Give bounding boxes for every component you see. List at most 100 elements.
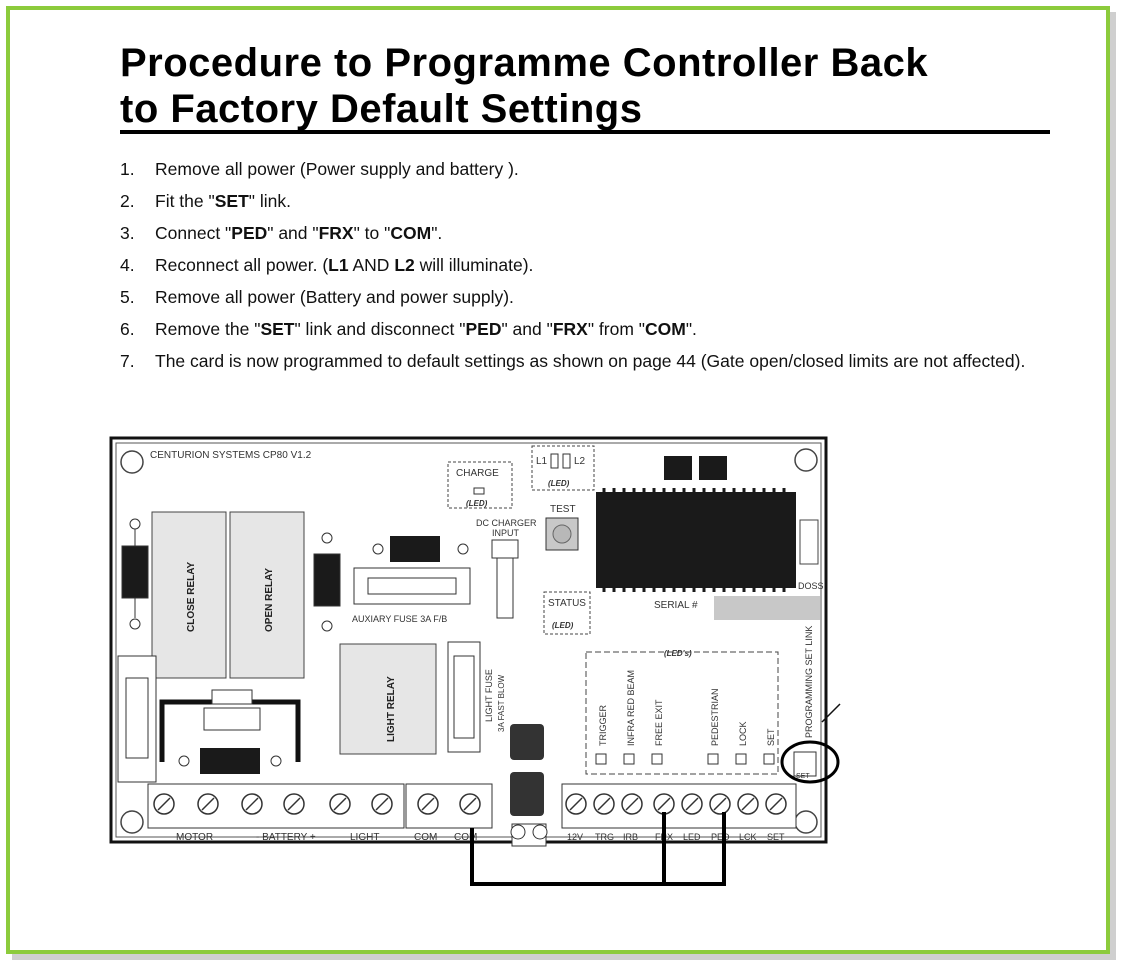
step-number: 3. [120,223,135,243]
l2-label: L2 [574,456,586,467]
main-ic-pins [602,488,786,592]
led-indicator [651,753,663,765]
led-label: PEDESTRIAN [710,688,720,746]
led-indicator [707,753,719,765]
charge-led-box [447,461,513,509]
terminal-label: PED [711,832,730,842]
doss-label: DOSS [798,581,824,591]
set-link-small-label: SET [796,773,810,780]
terminal-label: COM [414,832,437,843]
test-label: TEST [550,504,576,515]
led-indicator [763,753,775,765]
serial-plate [714,596,820,620]
terminal-label: COM [454,832,477,843]
l1-l2-led-label: (LED) [548,479,570,488]
title-line-2: to Factory Default Settings [120,87,643,131]
close-relay [151,511,227,679]
l1-label: L1 [536,456,548,467]
controller-board-diagram: CENTURION SYSTEMS CP80 V1.2 CHARGE (LED)… [109,436,841,886]
terminal-label: 12V [567,832,583,842]
l1-l2-box [531,445,595,491]
terminal-label: IRB [623,832,638,842]
inductor [510,724,544,760]
terminal-label: LED [683,832,701,842]
light-relay [339,643,437,755]
step-text: Remove all power (Battery and power supp… [155,287,514,307]
diode [313,553,341,607]
set-link-jumper [793,751,817,777]
light-fuse-label: LIGHT FUSE [484,669,494,722]
step-number: 2. [120,191,135,211]
terminal-label: MOTOR [176,832,213,843]
mounting-hole [120,450,144,474]
step-item: 6. Remove the "SET" link and disconnect "… [120,318,1060,340]
test-button [545,517,579,551]
step-number: 5. [120,287,135,307]
title-line-1: Procedure to Programme Controller Back [120,41,929,85]
leds-group-box [585,651,779,775]
led-indicator [623,753,635,765]
led-label: LOCK [738,721,748,746]
mounting-hole [794,810,818,834]
step-item: 7. The card is now programmed to default … [120,350,1060,372]
light-fuse-rating: 3A FAST BLOW [497,674,506,732]
charge-led-label: (LED) [466,499,488,508]
status-led-label: (LED) [552,621,574,630]
status-led-box [543,591,591,635]
charge-label: CHARGE [456,468,499,479]
terminal-label: - BATTERY + [256,832,316,843]
step-text: Connect "PED" and "FRX" to "COM". [155,223,443,243]
step-text: Fit the "SET" link. [155,191,291,211]
step-number: 4. [120,255,135,275]
step-text: Reconnect all power. (L1 AND L2 will ill… [155,255,534,275]
ic-chip [699,456,727,480]
diode [121,545,149,599]
diode [200,748,260,774]
led-label: INFRA RED BEAM [626,670,636,746]
leds-group-label: (LED's) [664,649,692,658]
step-item: 1. Remove all power (Power supply and bat… [120,158,1060,180]
status-label: STATUS [548,598,586,609]
step-item: 2. Fit the "SET" link. [120,190,1060,212]
step-item: 4. Reconnect all power. (L1 AND L2 will i… [120,254,1060,276]
terminal-label: TRG [595,832,614,842]
step-number: 7. [120,351,135,371]
diode [390,536,440,562]
dc-input-label: INPUT [492,528,520,538]
step-number: 6. [120,319,135,339]
doss-connector [799,519,819,565]
ic-chip [664,456,692,480]
procedure-steps: 1. Remove all power (Power supply and bat… [120,158,1060,382]
mounting-hole [120,810,144,834]
led-indicators: TRIGGER INFRA RED BEAM FREE EXIT PEDESTRIAN… [595,670,776,765]
step-text: Remove the "SET" link and disconnect "PE… [155,319,697,339]
aux-fuse-label: AUXIARY FUSE 3A F/B [352,614,447,624]
mounting-hole [794,448,818,472]
led-indicator [595,753,607,765]
terminal-label: LCK [739,832,757,842]
dc-charger-label: DC CHARGER [476,518,537,528]
main-ic [596,492,796,588]
title-underline [120,130,1050,134]
light-relay-label: LIGHT RELAY [386,676,397,742]
open-relay-label: OPEN RELAY [264,568,275,632]
step-text: Remove all power (Power supply and batte… [155,159,519,179]
step-item: 5. Remove all power (Battery and power su… [120,286,1060,308]
close-relay-label: CLOSE RELAY [186,561,197,632]
set-link-highlight [780,740,840,784]
board-brand: CENTURION SYSTEMS CP80 V1.2 [150,450,312,461]
serial-label: SERIAL # [654,600,698,611]
step-number: 1. [120,159,135,179]
terminal-label: LIGHT [350,832,379,843]
com-to-ped-wire [470,812,726,886]
terminal-label: SET [767,832,785,842]
led-label: TRIGGER [598,704,608,746]
led-label: SET [766,728,776,746]
inductor [510,772,544,816]
dc-charger-connector [491,539,519,559]
terminal-block-left [147,783,405,829]
page-title: Procedure to Programme Controller Back t… [120,40,1060,132]
led-label: FREE EXIT [654,699,664,746]
step-text: The card is now programmed to default se… [155,351,1026,371]
led-indicator [735,753,747,765]
